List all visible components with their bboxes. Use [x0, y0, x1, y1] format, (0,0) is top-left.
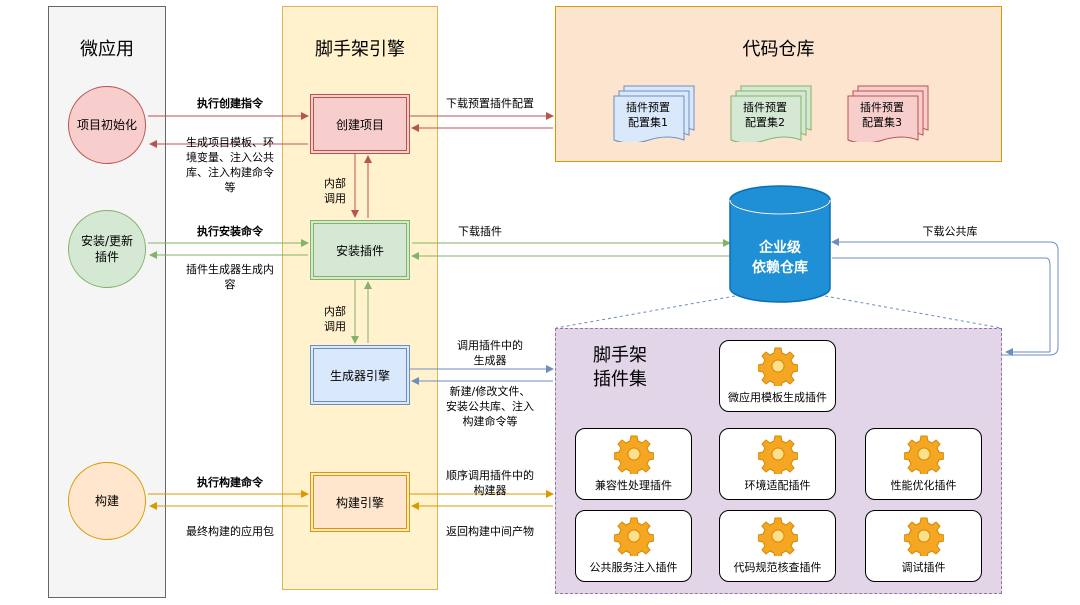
- plugin-card: 微应用模板生成插件: [719, 340, 836, 412]
- plugin-card: 公共服务注入插件: [575, 510, 692, 582]
- label-plugin-gen: 插件生成器生成内容: [186, 263, 274, 291]
- label-final-pkg: 最终构建的应用包: [186, 525, 274, 538]
- plugin-card: 性能优化插件: [865, 428, 982, 500]
- gear-icon: [614, 517, 654, 556]
- plugin-card: 代码规范核查插件: [719, 510, 836, 582]
- build-node: 构建: [68, 462, 146, 540]
- enterprise-repo-cylinder: [729, 185, 831, 303]
- gear-icon: [758, 517, 798, 556]
- label-seq-call-builder: 顺序调用插件中的构建器: [446, 469, 534, 497]
- micro-app-lane-title: 微应用: [80, 39, 134, 60]
- scaffold-engine-lane-title: 脚手架引擎: [315, 39, 405, 60]
- label-internal-call-1: 内部调用: [324, 177, 346, 205]
- gear-icon: [758, 347, 798, 386]
- label-call-generator: 调用插件中的生成器: [457, 339, 523, 367]
- generator-engine-box: 生成器引擎: [310, 345, 410, 405]
- document-stack-icon: [730, 85, 812, 144]
- preset-config-doc-2: 插件预置配置集2: [729, 84, 813, 144]
- gear-icon: [614, 435, 654, 474]
- label-gen-template: 生成项目模板、环 境变量、注入公共 库、注入构建命令 等: [186, 136, 274, 194]
- gear-icon: [904, 517, 944, 556]
- gear-icon: [758, 435, 798, 474]
- plugin-set-title: 脚手架 插件集: [593, 345, 647, 390]
- label-download-public: 下载公共库: [922, 225, 978, 238]
- preset-config-doc-1: 插件预置配置集1: [612, 84, 696, 144]
- label-exec-install: 执行安装命令: [197, 225, 263, 238]
- preset-config-doc-3: 插件预置配置集3: [846, 84, 930, 144]
- label-internal-call-2: 内部调用: [324, 305, 346, 333]
- gear-icon: [904, 435, 944, 474]
- plugin-card: 兼容性处理插件: [575, 428, 692, 500]
- document-stack-icon: [613, 85, 695, 144]
- project-init-node: 项目初始化: [68, 86, 146, 164]
- label-exec-build: 执行构建命令: [197, 476, 263, 489]
- enterprise-repo-label: 企业级 依赖仓库: [752, 240, 808, 276]
- plugin-card: 环境适配插件: [719, 428, 836, 500]
- install-update-node: 安装/更新插件: [68, 210, 146, 288]
- label-new-modify: 新建/修改文件、安装公共库、注入构建命令等: [446, 385, 534, 428]
- code-repo-lane-title: 代码仓库: [742, 39, 815, 60]
- install-plugin-box: 安装插件: [310, 220, 410, 280]
- build-engine-box: 构建引擎: [310, 472, 410, 532]
- label-exec-create: 执行创建指令: [197, 97, 263, 110]
- label-download-plugin: 下载插件: [458, 225, 502, 238]
- label-download-preset: 下载预置插件配置: [446, 97, 534, 110]
- create-project-box: 创建项目: [310, 94, 410, 154]
- label-return-artifacts: 返回构建中间产物: [446, 525, 534, 538]
- document-stack-icon: [847, 85, 929, 144]
- plugin-card: 调试插件: [865, 510, 982, 582]
